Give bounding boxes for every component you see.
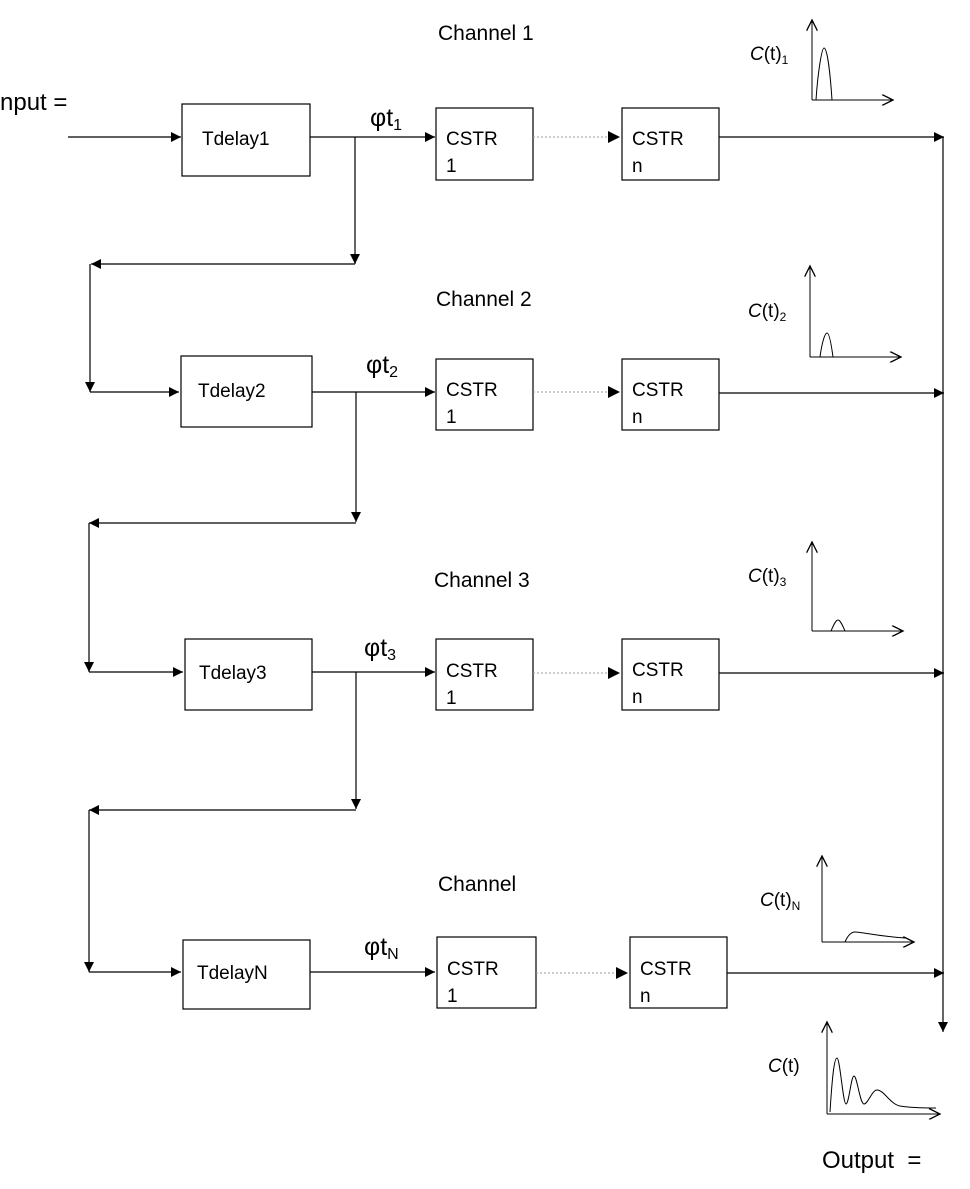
delay-box-2-label: Tdelay2 [198,381,266,402]
curve-label-3: C(t)3 [748,566,787,589]
delay-box-2 [180,355,313,428]
cstr-1-box-n-label: CSTR [632,129,684,150]
delay-box-n-label: TdelayN [197,963,268,984]
cstr-n-box-1 [436,936,537,1009]
channel-3: Channel 3 Tdelay3 φt3 CSTR 1 CSTR n C(t)… [84,523,944,815]
cstr-3-box-1-index: 1 [446,688,457,709]
cstr-1-box-n [621,107,720,181]
cstr-3-box-n-index: n [632,687,643,708]
cstr-3-box-n [621,638,720,711]
phi-label-3: φt3 [364,634,396,664]
cstr-1-box-n-index: n [632,156,643,177]
phi-label-1: φt1 [370,104,402,134]
delay-box-1-label: Tdelay1 [202,129,270,150]
cstr-3-box-1 [435,638,534,711]
cstr-1-box-1 [435,107,534,181]
cstr-n-box-1-index: 1 [447,986,458,1007]
cstr-3-box-1-label: CSTR [446,661,498,682]
cstr-2-box-n [621,358,720,431]
delay-box-3 [184,638,313,711]
channel-1-title: Channel 1 [438,22,534,45]
channel-1: Channel 1 Tdelay1 φt1 CSTR 1 CSTR n C(t)… [91,20,944,269]
cstr-n-box-1-label: CSTR [447,959,499,980]
curve-label-n: C(t)N [760,890,800,913]
channel-2: Channel 2 Tdelay2 φt2 CSTR 1 CSTR n C(t)… [85,264,944,528]
channel-n: Channel TdelayN φtN CSTR 1 CSTR n C(t)N [84,810,944,1010]
delay-box-3-label: Tdelay3 [199,663,267,684]
channel-2-title: Channel 2 [436,288,532,311]
output-curve-inset: C(t) [768,1022,940,1114]
phi-label-2: φt2 [366,351,398,381]
cstr-2-box-1 [435,358,534,431]
cstr-2-box-1-label: CSTR [446,380,498,401]
output-label: Output = [822,1147,921,1174]
cstr-2-box-n-index: n [632,407,643,428]
cstr-2-box-1-index: 1 [446,407,457,428]
cstr-3-box-n-label: CSTR [632,660,684,681]
input-label: nput = [0,89,67,116]
curve-label-2: C(t)2 [748,301,787,324]
output-curve-label: C(t) [768,1056,800,1077]
cstr-n-box-n-index: n [640,986,651,1007]
cstr-n-box-n-label: CSTR [640,959,692,980]
curve-inset-3: C(t)3 [748,542,903,631]
channel-3-title: Channel 3 [434,569,530,592]
curve-label-1: C(t)1 [750,44,789,67]
curve-inset-n: C(t)N [760,856,914,942]
cstr-1-box-1-index: 1 [446,156,457,177]
cstr-n-box-n [629,936,728,1009]
channel-n-title: Channel [438,873,516,896]
delay-box-n [182,939,311,1010]
curve-inset-2: C(t)2 [748,266,901,357]
curve-inset-1: C(t)1 [750,20,893,100]
cstr-1-box-1-label: CSTR [446,129,498,150]
cstr-2-box-n-label: CSTR [632,380,684,401]
phi-label-n: φtN [364,933,399,963]
delay-box-1 [181,103,311,177]
